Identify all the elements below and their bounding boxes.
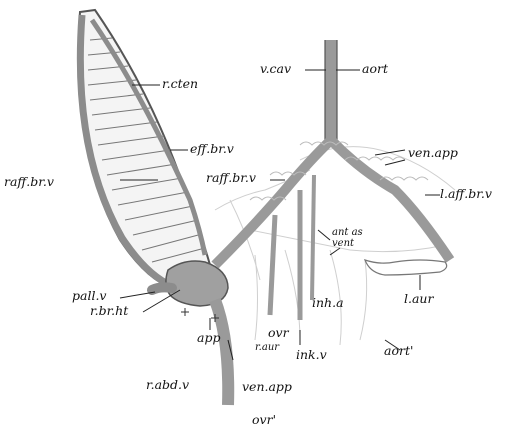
pallial-vein bbox=[152, 287, 172, 290]
label-ovr: ovr bbox=[268, 327, 289, 340]
abdominal-vein bbox=[215, 300, 228, 405]
label-app: app bbox=[197, 332, 220, 345]
label-aort-prime: aort' bbox=[384, 345, 413, 358]
label-r-aur: r.aur bbox=[255, 343, 279, 353]
label-l-aff-br-v: l.aff.br.v bbox=[440, 188, 492, 201]
ventral-vessel-a bbox=[270, 215, 275, 315]
label-ink-v: ink.v bbox=[296, 349, 327, 362]
label-ven-app-bottom: ven.app bbox=[242, 381, 292, 394]
ventral-vessel-c bbox=[312, 175, 314, 300]
label-r-abd-v: r.abd.v bbox=[146, 379, 189, 392]
label-raff-br-v-mid: raff.br.v bbox=[206, 172, 256, 185]
label-pall-v: pall.v bbox=[72, 290, 107, 303]
label-inh-a: inh.a bbox=[312, 297, 344, 310]
label-l-aur: l.aur bbox=[404, 293, 433, 306]
label-r-br-ht: r.br.ht bbox=[90, 305, 128, 318]
label-ven-app-top: ven.app bbox=[408, 147, 458, 160]
left-auricle bbox=[365, 260, 447, 275]
label-raff-br-v-left: raff.br.v bbox=[4, 176, 54, 189]
label-eff-br-v: eff.br.v bbox=[190, 143, 234, 156]
label-aort: aort bbox=[362, 63, 388, 76]
label-r-cten: r.cten bbox=[162, 78, 198, 91]
label-v-cav: v.cav bbox=[260, 63, 291, 76]
label-ovr-prime: ovr' bbox=[252, 414, 276, 427]
label-ant-as-vent: ant as vent bbox=[332, 227, 363, 249]
